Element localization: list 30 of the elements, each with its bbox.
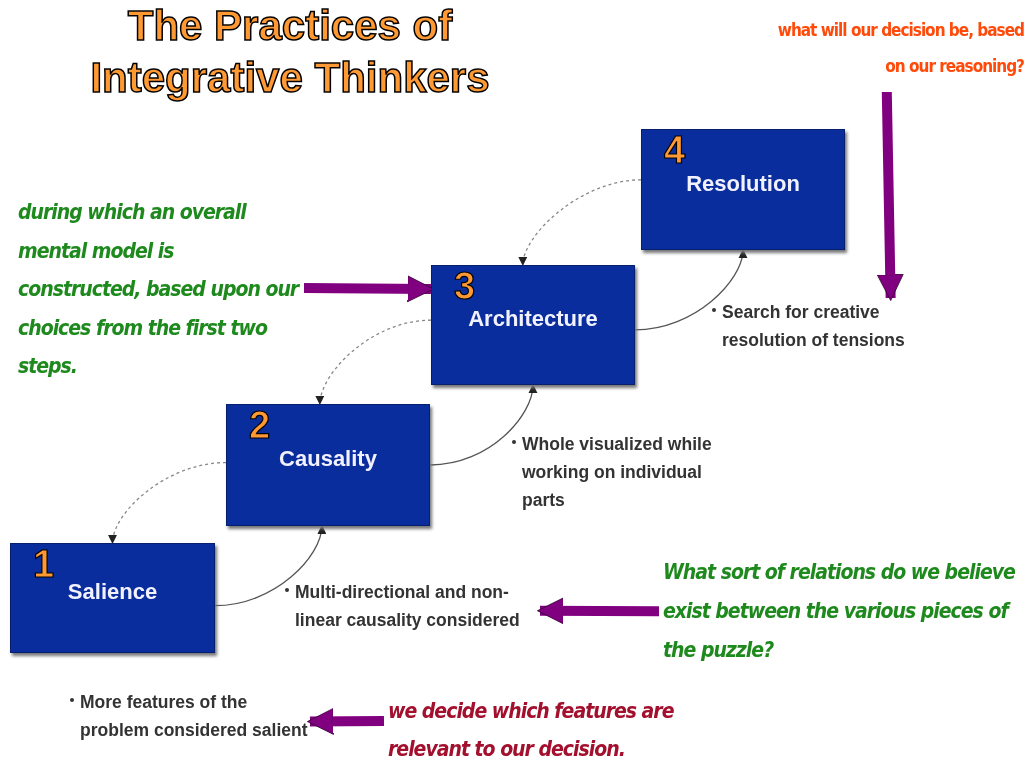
annotation-text: we decide which features are relevant to our decision.	[388, 692, 708, 768]
step-label: Resolution	[685, 170, 801, 197]
step-box	[226, 404, 430, 526]
curved-arrow	[316, 319, 432, 405]
curved-arrow	[634, 249, 747, 331]
curved-arrow	[109, 461, 227, 544]
block-arrow	[537, 597, 659, 625]
step-label: Architecture	[467, 306, 599, 332]
step-box	[641, 129, 845, 250]
curved-arrow	[429, 384, 537, 466]
annotation-text: during which an overall mental model is constructed, based upon our choices from the first two steps.	[18, 193, 300, 383]
bullet-text: Search for creative resolution of tensions	[722, 301, 906, 352]
step-box	[431, 265, 635, 385]
step-number: 3	[454, 266, 476, 306]
bullet-text: More features of the problem considered salient	[80, 691, 309, 742]
block-arrow	[876, 91, 904, 301]
title: The Practices of Integrative Thinkers	[89, 1, 491, 103]
annotation-text: What sort of relations do we believe exist between the various pieces of the puzzle?	[663, 553, 1023, 665]
curved-arrow	[214, 525, 326, 607]
block-arrow	[307, 708, 385, 735]
step-label: Causality	[278, 446, 378, 472]
step-number: 4	[664, 130, 686, 170]
step-label: Salience	[66, 579, 159, 605]
step-box	[10, 543, 215, 653]
curved-arrow	[519, 179, 642, 266]
annotation-text: what will our decision be, based on our reasoning?	[760, 12, 1024, 88]
bullet-text: Whole visualized while working on individual parts	[522, 433, 713, 512]
bullet-text: Multi-directional and non-linear causality considered	[295, 581, 521, 632]
step-number: 2	[249, 405, 271, 445]
step-number: 1	[33, 544, 55, 584]
